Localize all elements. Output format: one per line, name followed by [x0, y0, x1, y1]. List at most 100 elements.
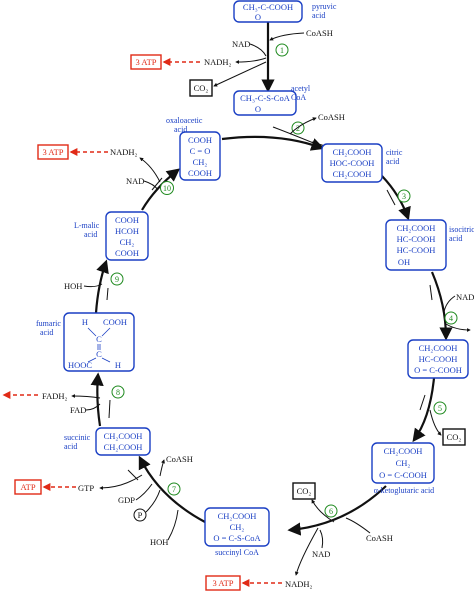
step-4: 4 — [444, 311, 458, 325]
molecule-oxaloacetic-acid: COOH C = O CH₂ COOH oxaloacetic acid — [166, 116, 221, 181]
svg-text:1: 1 — [280, 46, 284, 55]
svg-text:3 ATP: 3 ATP — [42, 147, 63, 157]
svg-text:L-malic: L-malic — [74, 221, 100, 230]
svg-text:α-ketoglutaric acid: α-ketoglutaric acid — [374, 486, 434, 495]
step-markers: 1 2 3 4 5 6 7 8 9 10 — [110, 43, 458, 518]
step-5: 5 — [433, 401, 447, 415]
molecule-alpha-ketoglutaric-acid: CH₂COOH CH₂ O = C-COOH α-ketoglutaric ac… — [371, 442, 435, 495]
molecule-succinic-acid: CH₂COOH CH₂COOH succinic acid — [64, 427, 151, 456]
svg-text:HC-COOH: HC-COOH — [397, 234, 436, 244]
svg-text:COOH: COOH — [188, 135, 212, 145]
svg-text:9: 9 — [115, 275, 119, 284]
svg-text:HC-COOH: HC-COOH — [419, 354, 458, 364]
svg-text:O: O — [255, 12, 261, 22]
svg-text:NAD: NAD — [126, 176, 144, 186]
svg-text:CoASH: CoASH — [306, 28, 333, 38]
step-9: 9 — [110, 272, 124, 286]
svg-text:3 ATP: 3 ATP — [135, 57, 156, 67]
svg-text:3: 3 — [402, 192, 406, 201]
svg-text:8: 8 — [116, 388, 120, 397]
cofactors-step9: HOH — [64, 281, 103, 291]
svg-text:CH₂: CH₂ — [230, 522, 245, 532]
svg-text:NADH₂: NADH₂ — [110, 147, 138, 157]
svg-text:CH₂COOH: CH₂COOH — [397, 223, 436, 233]
svg-text:O = C-COOH: O = C-COOH — [379, 470, 427, 480]
svg-text:C = O: C = O — [190, 146, 211, 156]
svg-text:fumaric: fumaric — [36, 319, 61, 328]
svg-text:acid: acid — [312, 11, 325, 20]
svg-text:H: H — [82, 317, 88, 327]
svg-text:4: 4 — [449, 314, 453, 323]
svg-text:COOH: COOH — [115, 248, 139, 258]
svg-text:HOOC: HOOC — [68, 360, 92, 370]
svg-text:GDP: GDP — [118, 495, 135, 505]
atp-output-step6: 3 ATP — [205, 575, 282, 591]
cofactors-step4: NAD — [443, 292, 474, 332]
molecule-citric-acid: CH₂COOH HOC-COOH CH₂COOH citric acid — [321, 143, 403, 183]
molecule-acetyl-coa: CH₃-C-S-CoA O acetyl CoA — [233, 84, 311, 116]
svg-text:NAD: NAD — [312, 549, 330, 559]
svg-text:acid: acid — [84, 230, 97, 239]
cofactors-step2: CoASH — [289, 112, 345, 135]
svg-text:acid: acid — [174, 125, 187, 134]
svg-text:CH₂COOH: CH₂COOH — [333, 169, 372, 179]
svg-text:COOH: COOH — [103, 317, 127, 327]
svg-text:citric: citric — [386, 148, 403, 157]
svg-text:H: H — [115, 360, 121, 370]
svg-text:CH₂COOH: CH₂COOH — [384, 446, 423, 456]
svg-text:P: P — [138, 510, 143, 520]
svg-text:NADH₂: NADH₂ — [285, 579, 313, 589]
step-10: 10 — [160, 181, 174, 195]
co2-box-step6: CO₂ — [292, 482, 335, 523]
arrow-step8 — [90, 372, 104, 427]
svg-text:CH₂COOH: CH₂COOH — [419, 343, 458, 353]
svg-text:CH₂COOH: CH₂COOH — [218, 511, 257, 521]
phosphate-circle — [133, 508, 147, 522]
step-3: 3 — [397, 189, 411, 203]
cofactors-step6: NAD NADH₂ CoASH — [285, 517, 393, 589]
atp-output-top: 3 ATP — [130, 54, 200, 70]
svg-text:CH₂COOH: CH₂COOH — [104, 431, 143, 441]
svg-text:CoASH: CoASH — [318, 112, 345, 122]
molecule-succinyl-coa: CH₂COOH CH₂ O = C-S-CoA succinyl CoA — [204, 507, 270, 557]
molecule-isocitric-acid: CH₂COOH HC-COOH HC-COOH OH isocitric aci… — [385, 219, 474, 271]
cofactors-step7: CoASH GTP GDP P HOH — [78, 454, 193, 547]
svg-text:succinyl CoA: succinyl CoA — [215, 548, 259, 557]
svg-text:acid: acid — [40, 328, 53, 337]
svg-text:CH₂: CH₂ — [396, 458, 411, 468]
svg-text:3 ATP: 3 ATP — [212, 578, 233, 588]
step-7: 7 — [167, 482, 181, 496]
svg-text:6: 6 — [329, 507, 333, 516]
arrow-step5 — [412, 377, 436, 443]
svg-text:HCOH: HCOH — [115, 226, 139, 236]
svg-text:CH₂COOH: CH₂COOH — [333, 147, 372, 157]
svg-text:acid: acid — [386, 157, 399, 166]
svg-text:COOH: COOH — [115, 215, 139, 225]
svg-text:HOC-COOH: HOC-COOH — [330, 158, 375, 168]
svg-text:O: O — [255, 104, 261, 114]
svg-text:CH₂COOH: CH₂COOH — [104, 442, 143, 452]
svg-text:COOH: COOH — [188, 168, 212, 178]
svg-text:NADH₂: NADH₂ — [204, 57, 232, 67]
arrow-step7 — [138, 455, 206, 523]
atp-output-step7: ATP — [14, 479, 76, 495]
svg-text:10: 10 — [163, 184, 171, 193]
svg-text:C: C — [96, 334, 102, 344]
molecule-pyruvic-acid: CH₃-C-COOH O pyruvic acid — [233, 0, 337, 23]
cofactors-step10: NAD NADH₂ — [110, 147, 161, 191]
svg-text:acid: acid — [64, 442, 77, 451]
svg-text:CoASH: CoASH — [366, 533, 393, 543]
svg-text:OH: OH — [398, 257, 410, 267]
svg-text:isocitric: isocitric — [449, 225, 474, 234]
svg-text:NAD: NAD — [232, 39, 250, 49]
molecule-l-malic-acid: COOH HCOH CH₂ COOH L-malic acid — [74, 211, 149, 261]
atp-output-step10: 3 ATP — [37, 144, 108, 160]
svg-text:CoA: CoA — [291, 93, 306, 102]
svg-text:HOH: HOH — [64, 281, 82, 291]
svg-text:HC-COOH: HC-COOH — [397, 245, 436, 255]
arrow-step6 — [287, 485, 387, 536]
svg-text:ATP: ATP — [20, 482, 35, 492]
svg-text:2: 2 — [296, 124, 300, 133]
svg-text:FADH₂: FADH₂ — [42, 391, 68, 401]
